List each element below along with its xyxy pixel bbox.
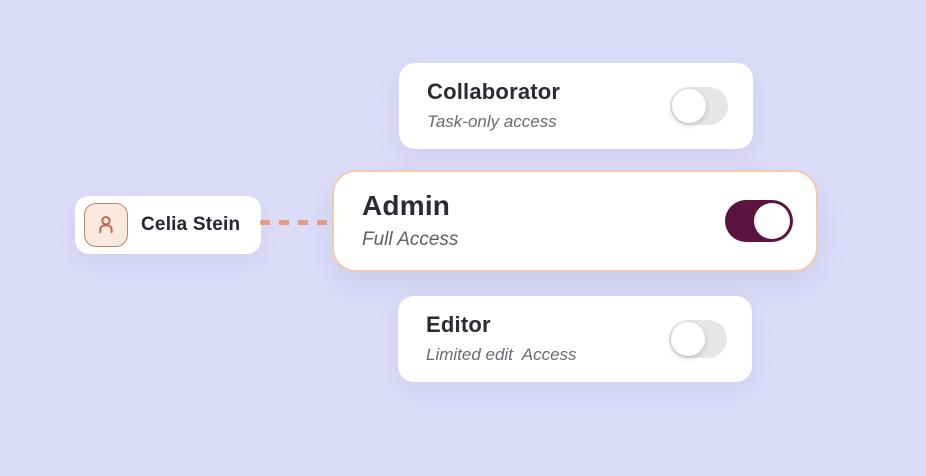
role-card-admin: Admin Full Access (332, 170, 818, 272)
role-subtitle-collaborator: Task-only access (427, 112, 557, 132)
toggle-knob-editor (671, 322, 705, 356)
toggle-knob-collaborator (672, 89, 706, 123)
role-card-collaborator: Collaborator Task-only access (399, 63, 753, 149)
user-name: Celia Stein (141, 214, 241, 235)
role-subtitle-admin: Full Access (362, 228, 459, 250)
toggle-admin[interactable] (725, 200, 793, 242)
role-text-admin: Admin Full Access (362, 190, 459, 251)
toggle-editor[interactable] (669, 320, 727, 358)
role-title-editor: Editor (426, 312, 491, 338)
role-title-collaborator: Collaborator (427, 79, 561, 105)
role-title-admin: Admin (362, 190, 451, 222)
toggle-collaborator[interactable] (670, 87, 728, 125)
role-subtitle-editor: Limited edit Access (426, 345, 577, 365)
role-card-editor: Editor Limited edit Access (398, 296, 752, 382)
role-text-collaborator: Collaborator Task-only access (427, 79, 561, 132)
user-card: Celia Stein (75, 196, 261, 254)
role-text-editor: Editor Limited edit Access (426, 312, 577, 365)
connector-dashed-line (260, 220, 332, 225)
avatar (84, 203, 128, 247)
toggle-knob-admin (754, 203, 790, 239)
person-icon (99, 216, 113, 234)
